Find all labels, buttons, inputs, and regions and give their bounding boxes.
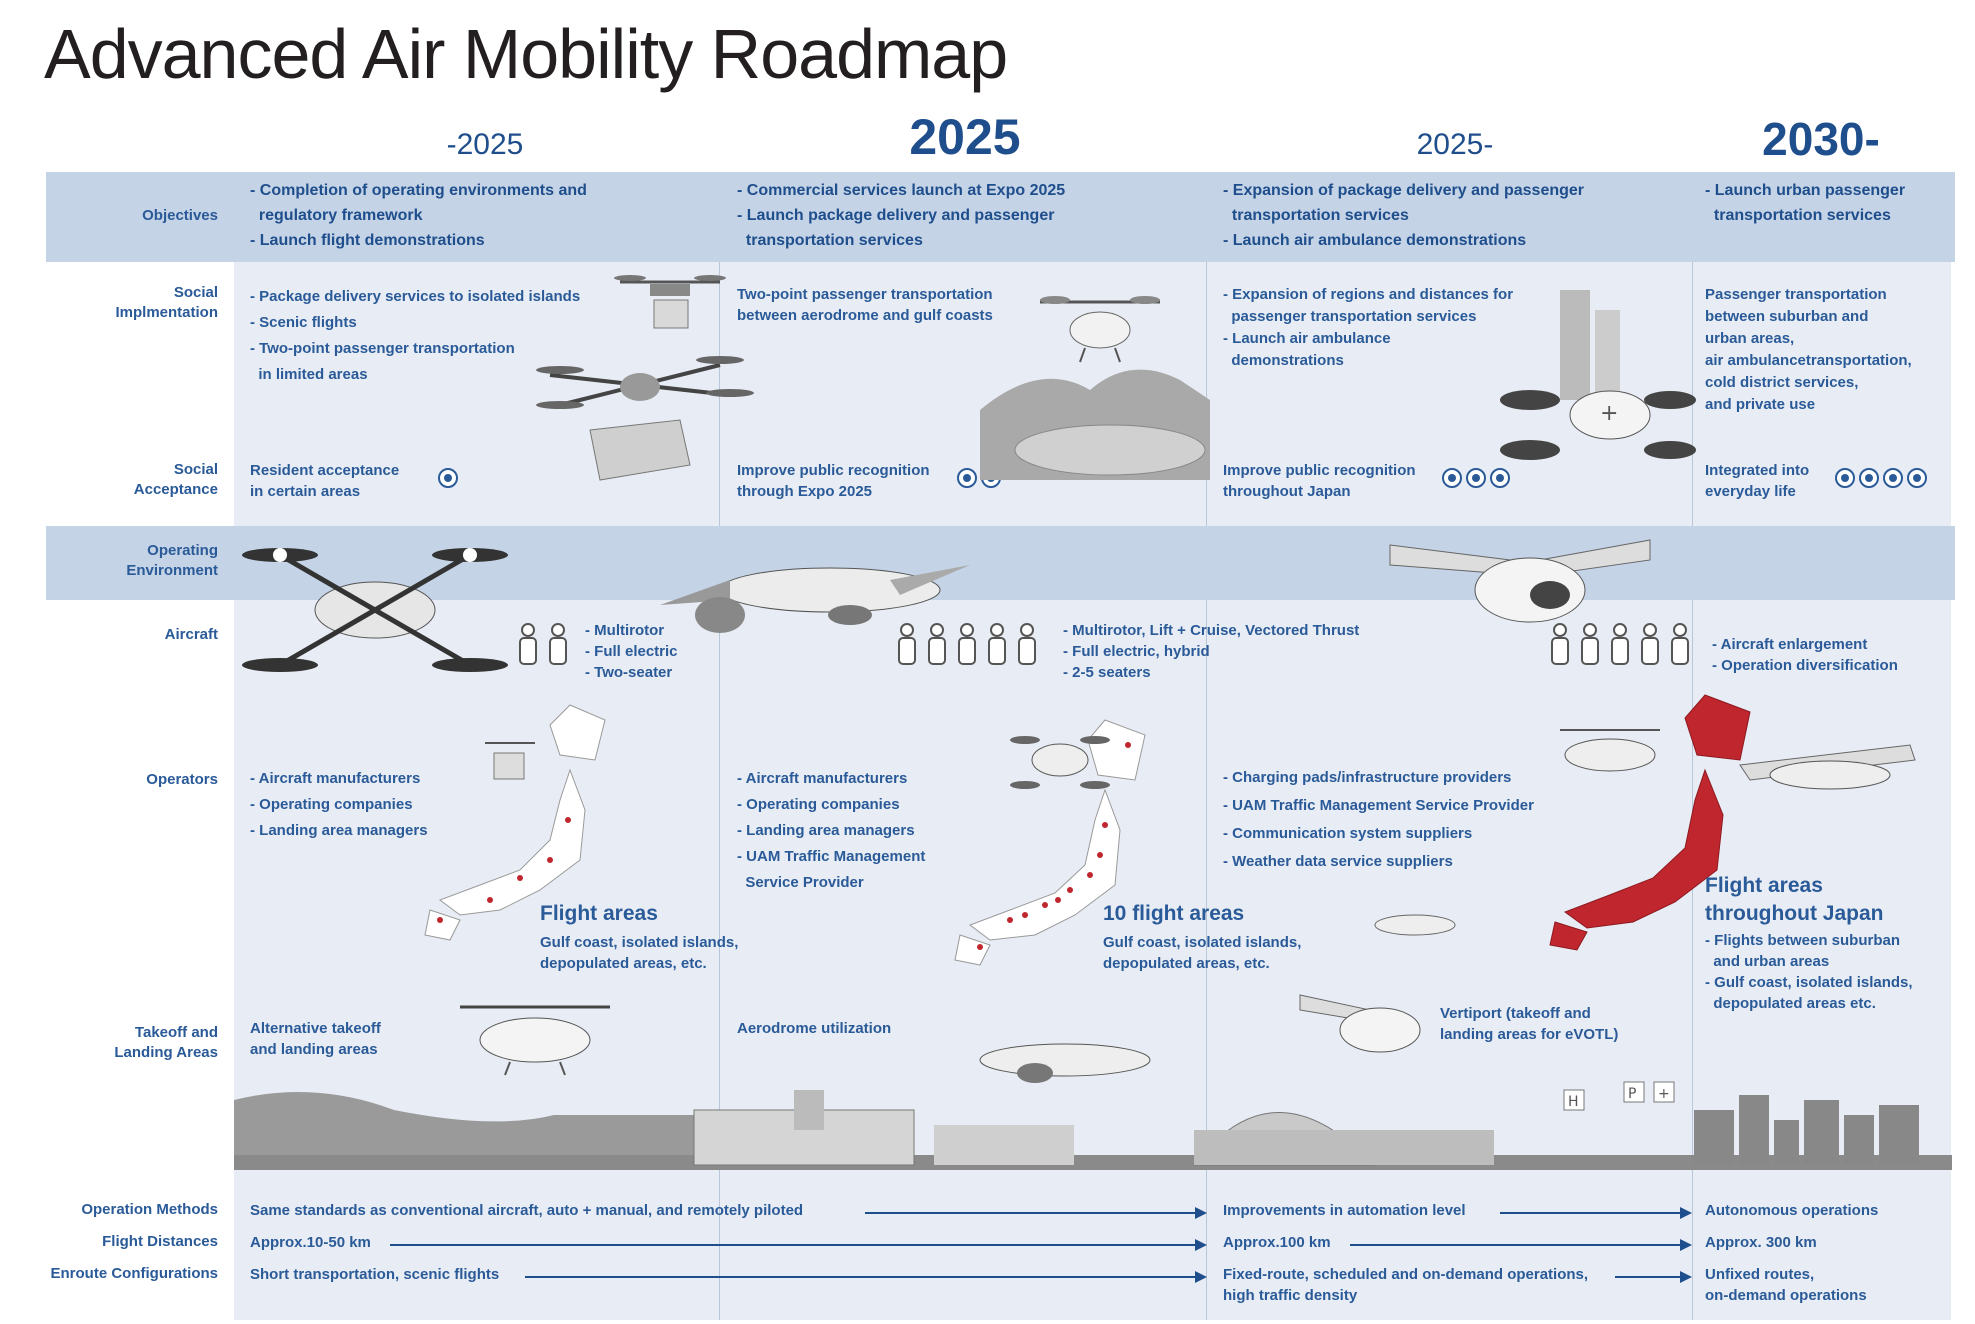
period-header: 2025- — [1416, 128, 1494, 161]
passenger-icon — [898, 623, 1036, 665]
row-label-operation-methods: Operation Methods — [81, 1201, 218, 1218]
social-implementation-text: - Package delivery services to isolated … — [250, 288, 581, 383]
evtol-icon — [1374, 914, 1456, 936]
timeline-arrow — [390, 1239, 1207, 1251]
smiley-icon — [1442, 468, 1510, 488]
row-label-flight-distances: Flight Distances — [102, 1233, 218, 1250]
flight-areas-title: 10 flight areas — [1103, 902, 1245, 925]
row-label-operating-environment: Operating Environment — [126, 542, 218, 579]
social-acceptance-text: Resident acceptance in certain areas — [250, 462, 400, 500]
timeline-arrow — [525, 1271, 1207, 1283]
takeoff-landing-text: Aerodrome utilization — [737, 1020, 892, 1037]
passenger-icon — [519, 623, 567, 665]
page-title: Advanced Air Mobility Roadmap — [44, 15, 1008, 93]
objective-text: - Launch urban passenger transportation … — [1705, 182, 1906, 224]
delivery-drone-icon — [485, 742, 535, 780]
operators-text: - Charging pads/infrastructure providers… — [1223, 769, 1534, 870]
air-taxi-icon — [1040, 296, 1160, 363]
evtol-icon — [460, 1005, 610, 1076]
row-label-social-implementation: Social Implmentation — [115, 284, 218, 321]
japan-map-icon — [424, 704, 606, 941]
harbor-landscape-icon — [980, 369, 1210, 480]
social-implementation-text: Two-point passenger transportation betwe… — [737, 286, 993, 324]
social-acceptance-text: Improve public recognition through Expo … — [737, 462, 930, 500]
divider — [719, 172, 720, 1320]
takeoff-landing-text: Alternative takeoff and landing areas — [250, 1020, 381, 1058]
flight-areas-title: Flight areas throughout Japan — [1705, 874, 1884, 925]
social-acceptance-text: Integrated into everyday life — [1705, 462, 1810, 500]
svg-text:+: + — [1600, 401, 1618, 426]
row-label-aircraft: Aircraft — [164, 626, 218, 643]
vectored-thrust-evtol-icon — [1389, 539, 1651, 623]
operators-text: - Aircraft manufacturers - Operating com… — [737, 770, 926, 891]
divider — [1206, 172, 1207, 1320]
skyline-illustration: H P + — [234, 1081, 1952, 1170]
multirotor-evtol-icon — [242, 548, 508, 672]
evtol-icon — [979, 1043, 1151, 1083]
row-label-enroute-configurations: Enroute Configurations — [50, 1265, 219, 1282]
flight-areas-detail: Gulf coast, isolated islands, depopulate… — [1103, 934, 1302, 972]
passenger-icon — [1551, 623, 1689, 665]
delivery-drone-icon — [1010, 736, 1110, 789]
enroute-configurations-text: Unfixed routes, on-demand operations — [1705, 1266, 1867, 1304]
smiley-icon — [438, 468, 458, 488]
aircraft-text: - Multirotor - Full electric - Two-seate… — [585, 622, 678, 681]
flight-distances-text: Approx.100 km — [1223, 1234, 1331, 1251]
aircraft-text: - Multirotor, Lift + Cruise, Vectored Th… — [1063, 622, 1360, 681]
timeline-arrow — [1500, 1207, 1692, 1219]
divider — [1692, 172, 1693, 1320]
objective-text: - Expansion of package delivery and pass… — [1223, 182, 1585, 249]
svg-text:P: P — [1628, 1086, 1636, 1102]
row-label-operators: Operators — [146, 771, 218, 788]
operators-text: - Aircraft manufacturers - Operating com… — [250, 770, 428, 839]
flight-distances-text: Approx. 300 km — [1705, 1234, 1817, 1251]
evtol-icon — [1560, 729, 1660, 772]
delivery-drone-icon — [614, 275, 726, 329]
objective-text: - Completion of operating environments a… — [250, 182, 587, 249]
operation-methods-text: Same standards as conventional aircraft,… — [250, 1202, 804, 1219]
social-implementation-text: - Expansion of regions and distances for… — [1223, 286, 1514, 369]
period-header: 2025 — [909, 109, 1021, 165]
objectives-band — [46, 172, 1955, 262]
japan-map-icon — [954, 719, 1146, 966]
smiley-icon — [1835, 468, 1927, 488]
air-ambulance-icon: + — [1500, 290, 1696, 460]
timeline-arrow — [1615, 1271, 1692, 1283]
aircraft-text: - Aircraft enlargement - Operation diver… — [1712, 636, 1898, 674]
row-label-takeoff-landing: Takeoff and Landing Areas — [114, 1024, 218, 1061]
operation-methods-text: Autonomous operations — [1705, 1202, 1879, 1219]
enroute-configurations-text: Short transportation, scenic flights — [250, 1266, 500, 1283]
japan-map-icon — [1549, 694, 1751, 951]
flight-distances-text: Approx.10-50 km — [250, 1234, 371, 1251]
flight-areas-title: Flight areas — [540, 902, 658, 925]
cargo-drone-icon — [536, 356, 754, 481]
svg-text:+: + — [1658, 1086, 1670, 1102]
operation-methods-text: Improvements in automation level — [1223, 1202, 1466, 1219]
social-implementation-text: Passenger transportation between suburba… — [1705, 286, 1912, 413]
takeoff-landing-text: Vertiport (takeoff and landing areas for… — [1440, 1005, 1619, 1043]
flight-areas-detail: Gulf coast, isolated islands, depopulate… — [540, 934, 739, 972]
period-header: -2025 — [446, 128, 524, 161]
row-label-social-acceptance: Social Acceptance — [133, 461, 218, 498]
fixed-wing-evtol-icon — [1739, 744, 1916, 790]
objective-text: - Commercial services launch at Expo 202… — [737, 182, 1066, 249]
row-label-objectives: Objectives — [142, 207, 218, 224]
timeline-arrow — [865, 1207, 1207, 1219]
enroute-configurations-text: Fixed-route, scheduled and on-demand ope… — [1223, 1266, 1589, 1304]
lift-cruise-evtol-icon — [660, 565, 970, 633]
timeline-arrow — [1350, 1239, 1692, 1251]
svg-text:H: H — [1568, 1094, 1579, 1110]
flight-areas-detail: - Flights between suburban and urban are… — [1705, 932, 1913, 1012]
social-acceptance-text: Improve public recognition throughout Ja… — [1223, 462, 1416, 500]
period-header: 2030- — [1762, 113, 1880, 165]
evtol-icon — [1299, 994, 1421, 1053]
